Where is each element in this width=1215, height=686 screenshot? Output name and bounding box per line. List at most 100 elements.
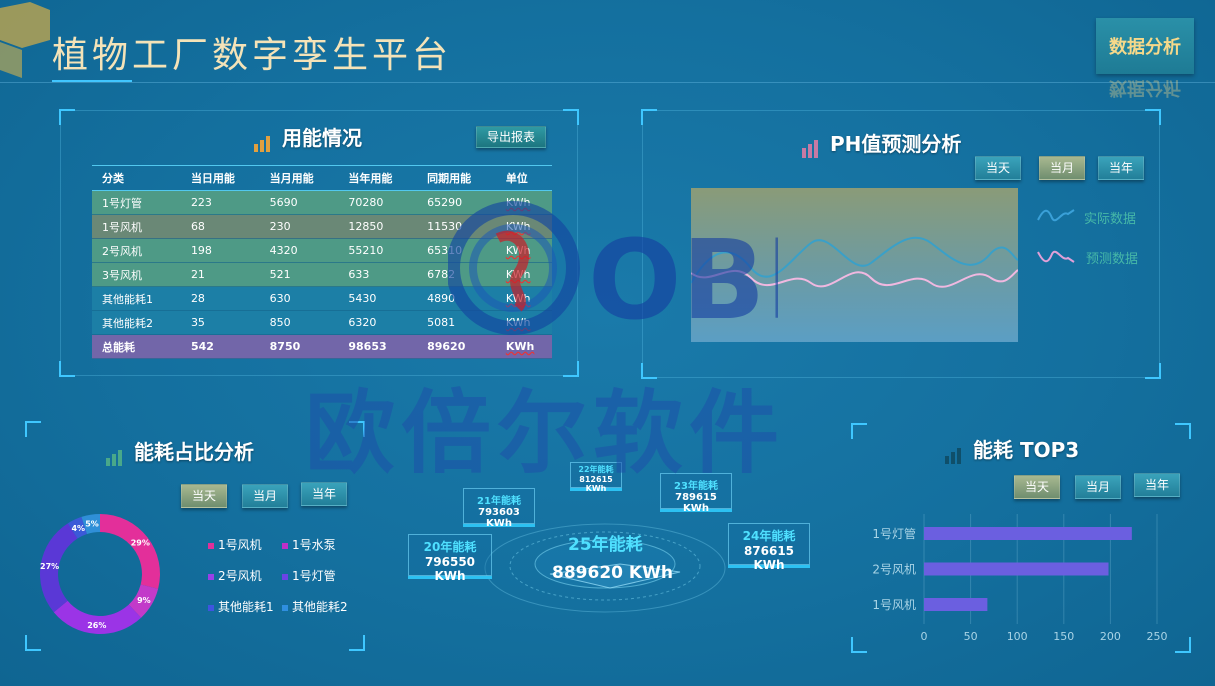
energy-usage-panel <box>59 109 579 377</box>
ph-tab-month[interactable]: 当月 <box>1039 156 1085 180</box>
donut-slice-label: 5% <box>85 520 99 529</box>
ratio-legend-item: 1号灯管 <box>282 567 336 584</box>
ph-predict-line <box>691 269 1018 288</box>
legend-swatch <box>208 604 214 611</box>
table-cell: 8750 <box>259 334 339 359</box>
donut-slice <box>100 514 160 589</box>
ratio-tab-month[interactable]: 当月 <box>242 484 288 508</box>
top3-title: 能耗 TOP3 <box>945 434 1079 464</box>
ratio-legend-item: 1号水泵 <box>282 536 336 553</box>
table-cell: 850 <box>259 310 339 335</box>
obr-watermark-logo: OBR <box>448 201 778 338</box>
table-cell: 2号风机 <box>92 238 181 263</box>
bar-chart-icon <box>254 128 272 152</box>
ph-chart-area <box>691 188 1018 342</box>
yearly-center-label: 25年能耗 <box>568 535 643 555</box>
legend-swatch <box>282 604 288 611</box>
table-cell: 28 <box>180 286 260 311</box>
table-header-row: 分类 当日用能 当月用能 当年用能 同期用能 单位 <box>92 165 552 191</box>
y-category-label: 1号灯管 <box>872 526 916 541</box>
header-divider <box>0 82 1215 83</box>
x-tick-label: 50 <box>964 630 978 643</box>
donut-slice-label: 29% <box>131 539 150 548</box>
actual-legend-icon <box>1037 209 1075 222</box>
top3-bar <box>924 598 988 611</box>
table-header: 同期用能 <box>417 165 496 191</box>
donut-slice <box>39 523 78 613</box>
table-cell: 633 <box>338 262 418 287</box>
table-cell: 68 <box>180 214 260 239</box>
table-cell: 5690 <box>259 190 339 215</box>
table-cell: 630 <box>259 286 339 311</box>
yearly-platform <box>484 523 726 613</box>
ratio-legend-item: 其他能耗1 <box>208 598 274 615</box>
ph-tab-year[interactable]: 当年 <box>1098 156 1144 180</box>
table-cell: 223 <box>180 190 260 215</box>
ph-panel <box>641 109 1161 379</box>
table-header: 当月用能 <box>259 165 339 191</box>
top3-panel <box>851 423 1191 653</box>
yearly-box-2023: 23年能耗 789615 KWh <box>660 473 732 514</box>
table-cell: 70280 <box>338 190 418 215</box>
top3-tab-day[interactable]: 当天 <box>1014 475 1060 499</box>
data-analysis-reflection: 数据分析 <box>1109 77 1181 98</box>
donut-slice-label: 26% <box>87 621 106 630</box>
donut-slice <box>67 516 88 539</box>
table-cell: 35 <box>180 310 260 335</box>
donut-slice <box>128 584 159 618</box>
legend-swatch <box>208 573 214 580</box>
yearly-box-2022: 22年能耗 812615 KWh <box>570 462 622 493</box>
ph-chart-lines <box>691 236 1018 288</box>
ph-tab-day[interactable]: 当天 <box>975 156 1021 180</box>
ph-legend-actual: 实际数据 <box>1084 212 1137 227</box>
top3-tab-month[interactable]: 当月 <box>1075 475 1121 499</box>
legend-swatch <box>282 573 288 580</box>
top3-bar <box>924 527 1132 540</box>
table-cell: KWh <box>495 334 552 359</box>
yearly-box-2020: 20年能耗 796550 KWh <box>408 534 492 583</box>
x-tick-label: 150 <box>1053 630 1074 643</box>
table-cell: 521 <box>259 262 339 287</box>
bar-chart-icon <box>945 440 963 464</box>
yearly-box-2024: 24年能耗 876615 KWh <box>728 523 810 572</box>
y-category-label: 1号风机 <box>872 598 916 612</box>
data-analysis-button[interactable]: 数据分析 <box>1096 18 1194 74</box>
table-cell: 1号风机 <box>92 214 181 239</box>
bar-chart-icon <box>802 134 820 158</box>
table-cell: 1号灯管 <box>92 190 181 215</box>
y-category-label: 2号风机 <box>872 563 916 577</box>
x-tick-label: 0 <box>921 630 928 643</box>
header-corner-decoration <box>0 2 50 78</box>
table-cell: 98653 <box>338 334 418 359</box>
watermark-logo-text: OBR <box>588 216 778 338</box>
table-cell: 5430 <box>338 286 418 311</box>
legend-swatch <box>208 542 214 549</box>
table-cell: 542 <box>180 334 260 359</box>
donut-slice-label: 27% <box>40 562 59 571</box>
table-cell: 230 <box>259 214 339 239</box>
top3-tab-year[interactable]: 当年 <box>1134 473 1180 497</box>
export-report-button[interactable]: 导出报表 <box>476 126 546 148</box>
ratio-tab-day[interactable]: 当天 <box>181 484 227 508</box>
predict-legend-icon <box>1037 250 1075 263</box>
table-header: 分类 <box>92 165 181 191</box>
ratio-title: 能耗占比分析 <box>106 436 254 466</box>
ratio-tab-year[interactable]: 当年 <box>301 482 347 506</box>
energy-ratio-donut: 29%9%26%27%4%5% <box>39 514 160 634</box>
ratio-legend-item: 2号风机 <box>208 567 262 584</box>
watermark-text: 欧倍尔软件 <box>305 381 785 486</box>
ratio-legend-item: 1号风机 <box>208 536 262 553</box>
table-cell: 21 <box>180 262 260 287</box>
ratio-legend-item: 其他能耗2 <box>282 598 348 615</box>
table-cell: 其他能耗2 <box>92 310 181 335</box>
table-header: 单位 <box>495 165 552 191</box>
x-tick-label: 100 <box>1007 630 1028 643</box>
donut-slice-label: 4% <box>71 524 85 533</box>
table-cell: 3号风机 <box>92 262 181 287</box>
yearly-box-2021: 21年能耗 793603 KWh <box>463 488 535 529</box>
table-cell: 12850 <box>338 214 418 239</box>
ratio-panel <box>25 421 365 651</box>
